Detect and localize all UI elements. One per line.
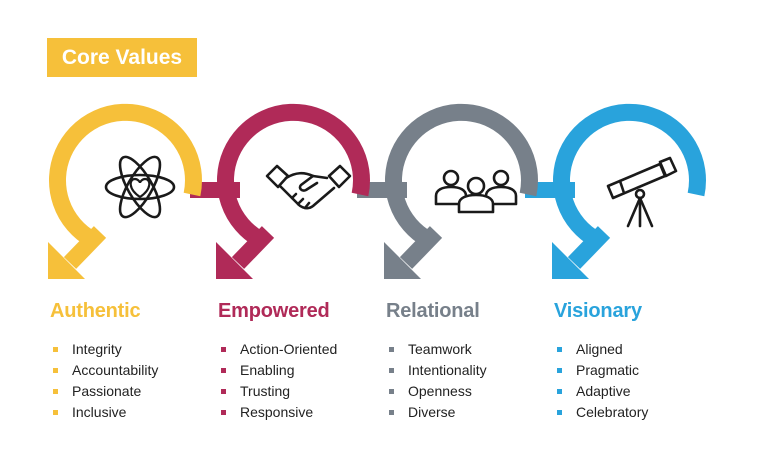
arrowhead-visionary <box>552 242 589 279</box>
list-item-label: Pragmatic <box>576 362 640 378</box>
list-item: Diverse <box>386 402 556 423</box>
list-item: Aligned <box>554 339 724 360</box>
bullet-icon <box>53 389 58 394</box>
arrowhead-authentic <box>48 242 85 279</box>
list-item: Passionate <box>50 381 220 402</box>
value-title: Relational <box>386 300 480 322</box>
list-item: Accountability <box>50 360 220 381</box>
ring-empowered <box>217 103 370 269</box>
list-item: Inclusive <box>50 402 220 423</box>
value-title: Visionary <box>554 300 642 322</box>
list-item: Intentionality <box>386 360 556 381</box>
ring-visionary <box>553 103 706 269</box>
value-title: Empowered <box>218 300 330 322</box>
value-list: Aligned Pragmatic Adaptive Celebratory <box>554 339 724 423</box>
list-item-label: Action-Oriented <box>240 341 338 357</box>
bullet-icon <box>389 347 394 352</box>
value-column-relational: Relational Teamwork Intentionality Openn… <box>386 300 556 423</box>
list-item-label: Enabling <box>240 362 295 378</box>
value-list: Action-Oriented Enabling Trusting Respon… <box>218 339 388 423</box>
list-item-label: Passionate <box>72 383 142 399</box>
telescope-icon <box>606 156 678 228</box>
list-item-label: Inclusive <box>72 404 127 420</box>
list-item: Enabling <box>218 360 388 381</box>
ring-authentic <box>49 103 202 269</box>
list-item-label: Responsive <box>240 404 314 420</box>
list-item: Pragmatic <box>554 360 724 381</box>
value-column-empowered: Empowered Action-Oriented Enabling Trust… <box>218 300 388 423</box>
list-item: Action-Oriented <box>218 339 388 360</box>
value-column-visionary: Visionary Aligned Pragmatic Adaptive Cel… <box>554 300 724 423</box>
atom-heart-icon <box>104 155 176 219</box>
list-item-label: Aligned <box>576 341 623 357</box>
list-item: Celebratory <box>554 402 724 423</box>
core-values-diagram <box>48 103 706 279</box>
bullet-icon <box>557 347 562 352</box>
bullet-icon <box>557 368 562 373</box>
handshake-icon <box>265 164 352 210</box>
list-item: Integrity <box>50 339 220 360</box>
arrowhead-empowered <box>216 242 253 279</box>
list-item-label: Openness <box>408 383 472 399</box>
list-item: Teamwork <box>386 339 556 360</box>
list-item: Trusting <box>218 381 388 402</box>
list-item: Openness <box>386 381 556 402</box>
ring-relational <box>385 103 538 269</box>
bullet-icon <box>557 389 562 394</box>
value-title: Authentic <box>50 300 141 322</box>
page-title: Core Values <box>47 38 197 77</box>
value-column-authentic: Authentic Integrity Accountability Passi… <box>50 300 220 423</box>
list-item-label: Accountability <box>72 362 159 378</box>
list-item: Adaptive <box>554 381 724 402</box>
bullet-icon <box>221 368 226 373</box>
bullet-icon <box>221 347 226 352</box>
value-list: Integrity Accountability Passionate Incl… <box>50 339 220 423</box>
team-people-icon <box>434 169 518 214</box>
bullet-icon <box>221 410 226 415</box>
list-item-label: Trusting <box>240 383 291 399</box>
list-item-label: Intentionality <box>408 362 487 378</box>
bullet-icon <box>53 368 58 373</box>
bullet-icon <box>53 410 58 415</box>
bullet-icon <box>557 410 562 415</box>
bullet-icon <box>389 410 394 415</box>
list-item-label: Celebratory <box>576 404 649 420</box>
list-item-label: Teamwork <box>408 341 472 357</box>
list-item-label: Diverse <box>408 404 456 420</box>
list-item-label: Integrity <box>72 341 122 357</box>
bullet-icon <box>53 347 58 352</box>
bullet-icon <box>221 389 226 394</box>
list-item-label: Adaptive <box>576 383 631 399</box>
arrowhead-relational <box>384 242 421 279</box>
list-item: Responsive <box>218 402 388 423</box>
value-list: Teamwork Intentionality Openness Diverse <box>386 339 556 423</box>
bullet-icon <box>389 368 394 373</box>
bullet-icon <box>389 389 394 394</box>
